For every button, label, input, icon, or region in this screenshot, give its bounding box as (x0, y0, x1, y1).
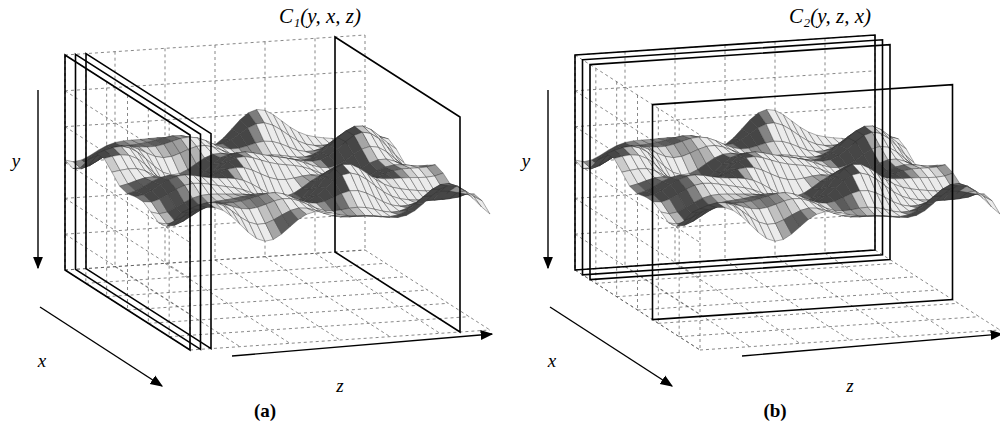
axis-label: y (12, 151, 20, 170)
axis-label: x (548, 351, 556, 370)
axis-label: x (38, 351, 46, 370)
box-grid (575, 35, 1000, 350)
box-grid (65, 35, 490, 350)
panel-title: C₂(y, z, x) (789, 6, 871, 27)
axis-label: y (522, 151, 530, 170)
panel-label: (a) (254, 401, 276, 420)
axis-label: z (846, 376, 853, 395)
panel-b (548, 35, 1000, 386)
slice-planes (65, 37, 460, 350)
wavy-surface (65, 109, 490, 241)
axis-arrows (38, 90, 492, 386)
slice-planes (575, 35, 953, 320)
panel-label: (b) (763, 401, 786, 420)
axis-label: z (336, 376, 343, 395)
panel-title: C₁(y, x, z) (279, 6, 361, 27)
axis-arrows (548, 90, 1000, 386)
panel-a (38, 35, 492, 386)
wavy-surface (575, 109, 1000, 241)
